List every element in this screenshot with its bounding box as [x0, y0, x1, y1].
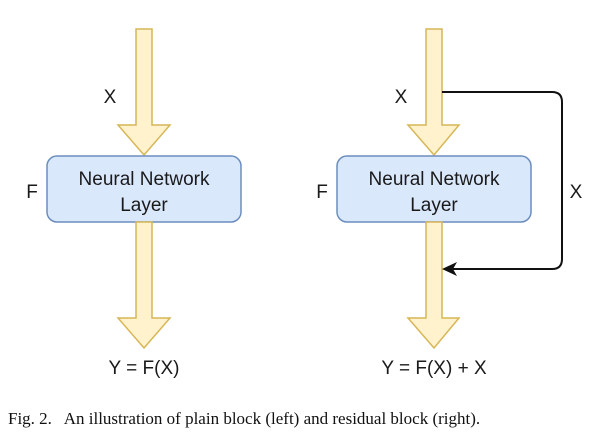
residual-layer-text-line2: Layer — [410, 195, 458, 216]
plain-output-label: Y = F(X) — [109, 358, 180, 379]
plain-layer-text-line2: Layer — [120, 195, 168, 216]
skip-connection-line — [442, 91, 563, 270]
plain-input-arrow — [116, 28, 172, 157]
plain-function-label: F — [26, 182, 38, 203]
residual-input-label: X — [395, 87, 408, 108]
residual-output-label: Y = F(X) + X — [381, 358, 487, 379]
plain-layer-text-line1: Neural Network — [79, 169, 210, 190]
plain-input-label: X — [104, 87, 117, 108]
residual-block: X Neural Network Layer F Y = F(X) + X X — [316, 28, 583, 379]
plain-output-arrow — [116, 221, 172, 350]
residual-function-label: F — [316, 182, 328, 203]
figure-caption: Fig. 2. An illustration of plain block (… — [8, 409, 480, 428]
skip-connection-arrowhead-icon — [442, 262, 457, 276]
residual-output-arrow — [406, 221, 461, 350]
residual-layer-text-line1: Neural Network — [369, 169, 500, 190]
residual-input-arrow — [406, 28, 461, 157]
plain-block: X Neural Network Layer F Y = F(X) — [26, 28, 242, 379]
skip-connection-label: X — [570, 182, 583, 203]
